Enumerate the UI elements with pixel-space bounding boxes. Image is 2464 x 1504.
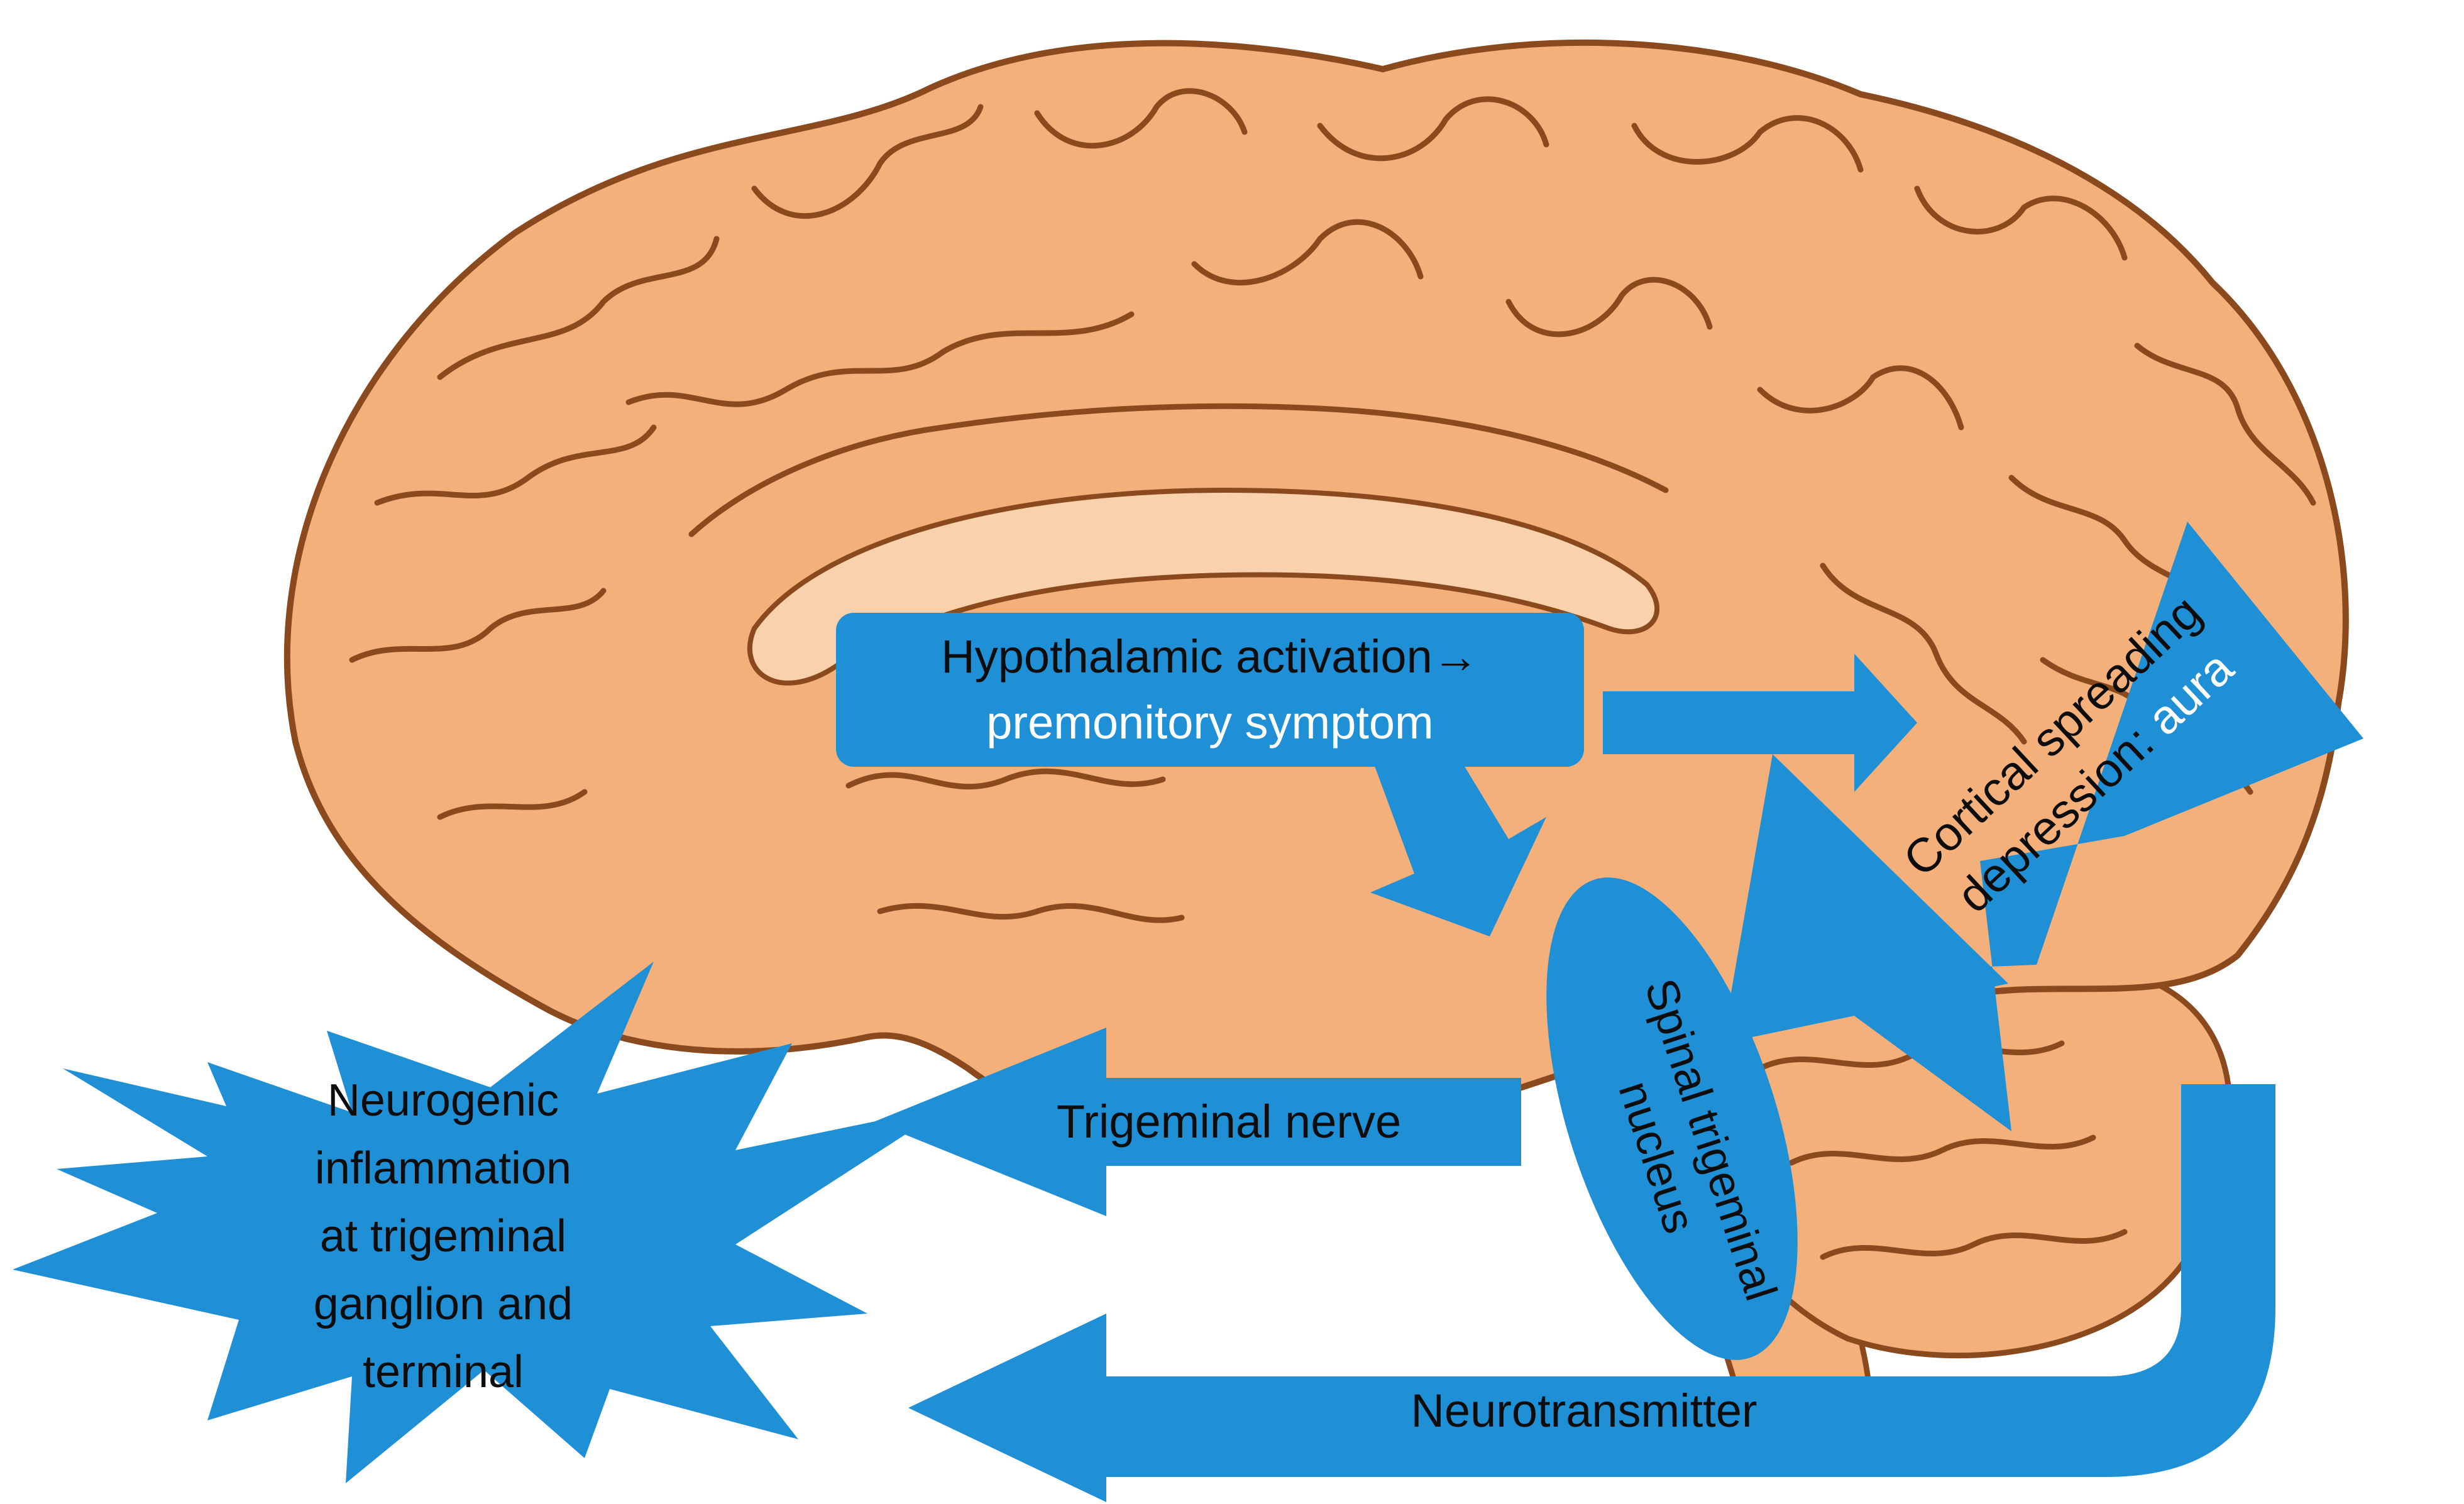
hypothalamus-to-cortex-arrow: [1603, 654, 1917, 792]
hypothalamus-box: [836, 613, 1584, 767]
inflammation-label: Neurogenic inflammation at trigeminal ga…: [314, 1075, 573, 1397]
cortical-to-nucleus-arrow: [1722, 754, 2008, 1043]
hypothalamus-line2: premonitory symptom: [986, 696, 1433, 749]
pathway-shapes: [13, 522, 2363, 1502]
inflammation-line5: terminal: [363, 1347, 524, 1397]
hypothalamus-label: Hypothalamic activation→ premonitory sym…: [941, 630, 1478, 749]
hypothalamus-down-arrow: [1370, 735, 1546, 936]
inflammation-line3: at trigeminal: [320, 1211, 566, 1261]
inflammation-line4: ganglion and: [314, 1279, 573, 1329]
spinal-trigeminal-nucleus-shape: [1546, 877, 1798, 1360]
inflammation-line2: inflammation: [315, 1143, 571, 1194]
inflammation-line1: Neurogenic: [327, 1075, 559, 1126]
gyri-lines: [349, 88, 2316, 1260]
trigeminal-nerve-arrow: [874, 1028, 1521, 1216]
burst-icon: [13, 962, 949, 1483]
neurotransmitter-label: Neurotransmitter: [1411, 1385, 1757, 1437]
hypothalamus-line1: Hypothalamic activation→: [941, 630, 1478, 683]
neurotransmitter-arrow: [908, 1084, 2275, 1502]
trigeminal-nerve-label: Trigeminal nerve: [1057, 1095, 1401, 1148]
